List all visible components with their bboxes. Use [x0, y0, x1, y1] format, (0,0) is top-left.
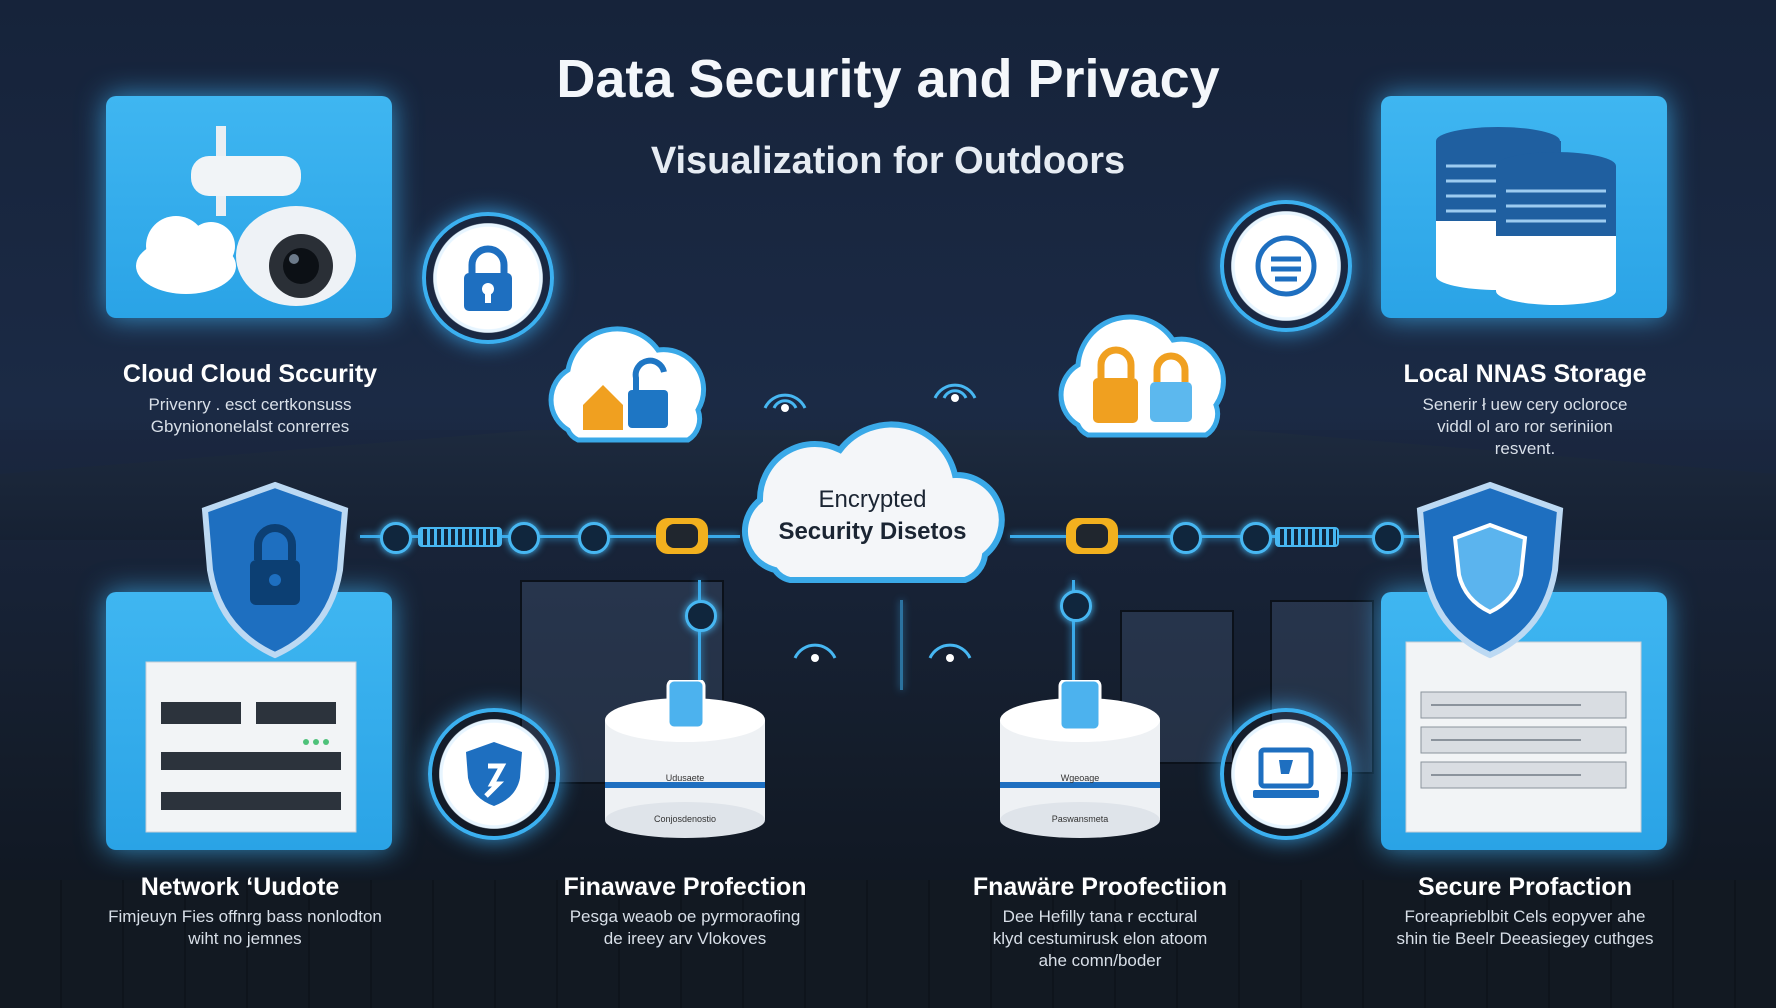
panel-description: Senerir ł uew cery ocloroce [1422, 395, 1628, 414]
cloud-lock-right [1058, 314, 1226, 438]
connection-line [900, 600, 903, 690]
wifi-icon [763, 393, 807, 412]
router-bottom-text: Conjosdenostio [653, 814, 717, 824]
router-device-right [1000, 680, 1160, 838]
connection-line [1010, 535, 1420, 538]
panel-description: resvent. [1494, 439, 1556, 458]
sensor-device-icon [656, 518, 708, 554]
router-top-text: Wgeoage [1060, 773, 1100, 783]
router-description: de ireey arv Vlokoves [603, 929, 767, 948]
data-shield-ring [1220, 200, 1352, 332]
database-icon [1436, 127, 1616, 305]
central-cloud [741, 421, 1005, 583]
page-subtitle: Visualization for Outdoors [650, 140, 1126, 182]
router-label: Fnawäre Proofectiion [972, 873, 1228, 901]
central-cloud-label-1: Encrypted [818, 486, 927, 513]
router-description: klyd cestumirusk elon atoom [992, 929, 1208, 948]
connection-line [360, 535, 740, 538]
key-card-icon [666, 680, 706, 730]
camera-panel [106, 96, 392, 318]
panel-description: Foreaprieblbit Cels eopyver ahe [1404, 907, 1646, 926]
connection-line [1072, 580, 1075, 690]
panel-description: shin tie Beelr Deeasiegey cuthges [1396, 929, 1654, 948]
data-shield-icon [1255, 235, 1317, 297]
facebook-badge-icon [1058, 680, 1102, 732]
network-node-icon [380, 522, 412, 554]
network-node-icon [685, 600, 717, 632]
page-title: Data Security and Privacy [556, 49, 1220, 109]
central-cloud-label-2: Security Disetos [778, 518, 967, 545]
panel-description: viddl ol aro ror seriniion [1437, 417, 1613, 436]
circuit-chip-icon [418, 527, 502, 547]
shield-lock-icon [201, 481, 349, 659]
panel-label: Cloud Cloud Sccurity [122, 360, 378, 388]
home-icon [583, 385, 623, 430]
circuit-chip-icon [1275, 527, 1339, 547]
lock-icon [1093, 378, 1138, 423]
shield-small-icon [466, 742, 522, 806]
router-label: Finawave Profection [563, 873, 807, 901]
laptop-ring [1220, 708, 1352, 840]
panel-label: Local NNAS Storage [1403, 360, 1647, 388]
panel-description: Fimjeuyn Fies offnrg bass nonlodton [108, 907, 382, 926]
padlock-icon [464, 245, 512, 311]
wifi-icon [793, 643, 837, 662]
router-device-left [605, 680, 765, 838]
lock-icon [1150, 382, 1192, 422]
panel-description: Gbyniononelalst conrerres [150, 417, 350, 436]
network-node-icon [508, 522, 540, 554]
router-description: Dee Hefilly tana r ecctural [1002, 907, 1198, 926]
router-description: ahe comn/boder [1038, 951, 1162, 970]
shield-ring [428, 708, 560, 840]
connection-line [698, 580, 701, 690]
server-rack-icon [145, 661, 357, 833]
network-node-icon [1170, 522, 1202, 554]
security-camera-icon [136, 126, 356, 306]
network-node-icon [1060, 590, 1092, 622]
server-icon [1405, 641, 1642, 833]
network-node-icon [1372, 522, 1404, 554]
cloud-lock-left [548, 326, 707, 443]
shield-icon [1416, 481, 1564, 659]
storage-panel [1381, 96, 1667, 318]
router-bottom-text: Paswansmeta [1051, 814, 1109, 824]
panel-description: wiht no jemnes [188, 929, 302, 948]
network-node-icon [578, 522, 610, 554]
panel-label: Network ‘Uudote [140, 873, 340, 901]
padlock-ring [422, 212, 554, 344]
panel-label: Secure Profaction [1418, 873, 1632, 901]
laptop-icon [1253, 747, 1319, 798]
panel-description: Privenry . esct certkonsuss [148, 395, 352, 414]
network-node-icon [1240, 522, 1272, 554]
deck [0, 880, 1776, 1008]
wifi-icon [933, 383, 977, 402]
router-top-text: Udusaete [665, 773, 705, 783]
router-description: Pesga weaob oe pyrmoraofing [569, 907, 801, 926]
unlock-icon [628, 390, 668, 428]
wifi-icon [928, 643, 972, 662]
sensor-device-icon [1066, 518, 1118, 554]
